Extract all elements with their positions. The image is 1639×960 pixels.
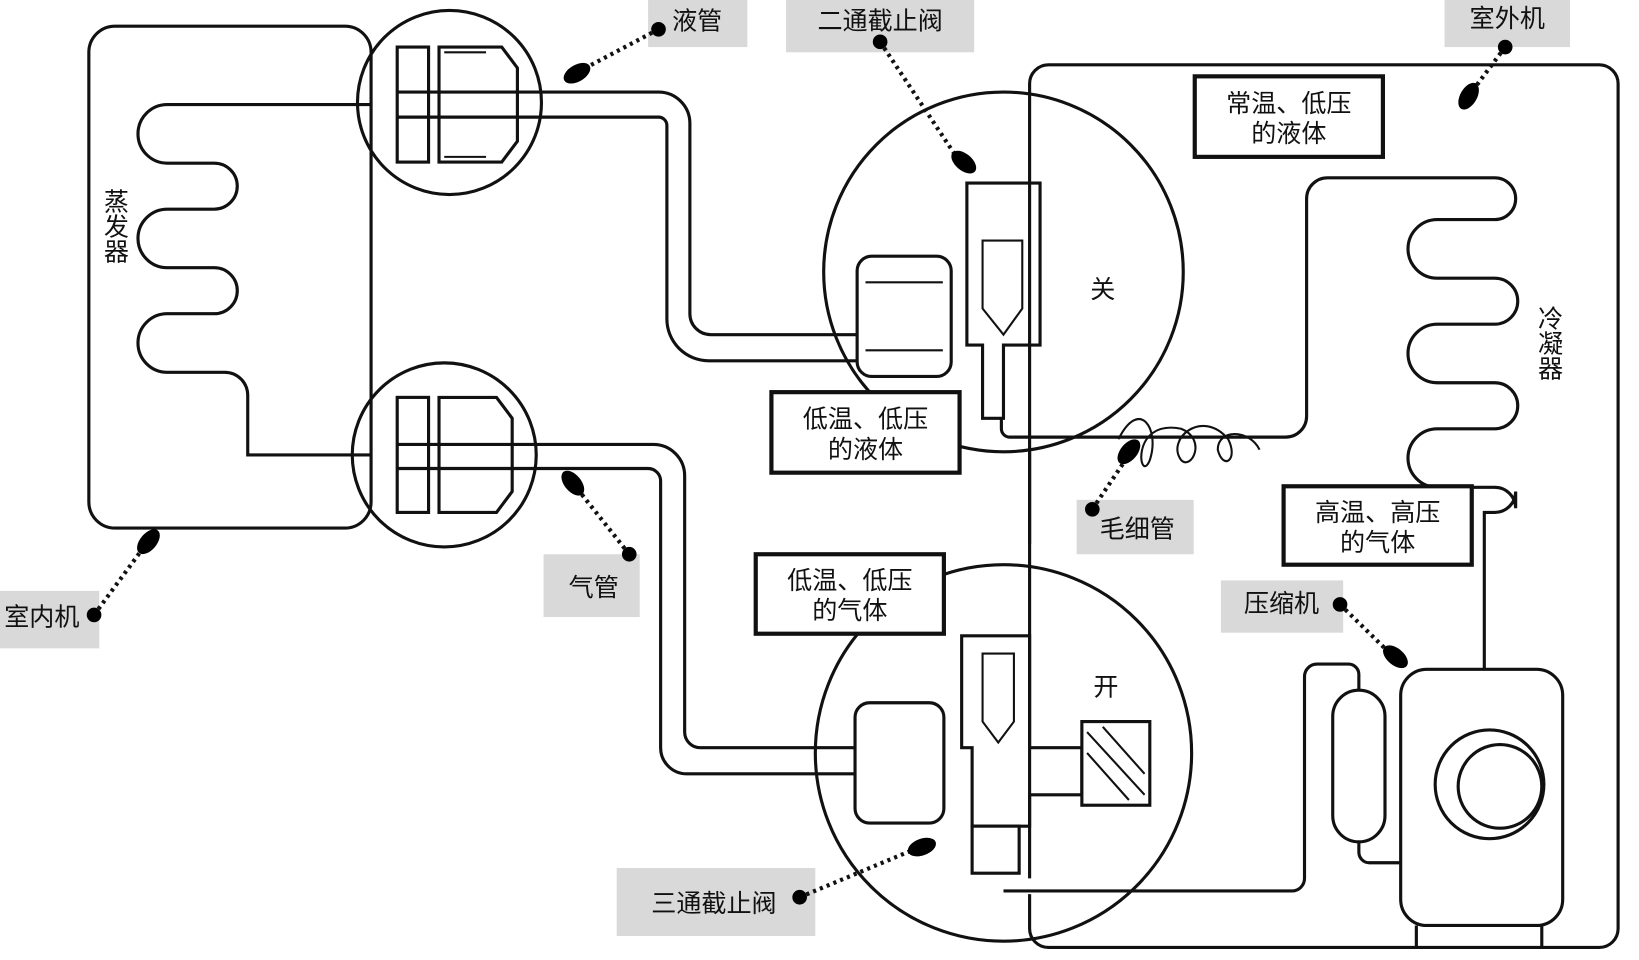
state-box-low-gas: 低温、低压 的气体 [753,552,946,636]
condenser-coil [1327,176,1520,670]
svg-text:的气体: 的气体 [1340,528,1415,557]
svg-text:低温、低压: 低温、低压 [803,405,928,434]
label-outdoor-unit: 室外机 [1470,4,1545,33]
label-compressor: 压缩机 [1244,589,1319,618]
outdoor-unit-body [1028,63,1620,950]
label-liquid-pipe: 液管 [672,6,722,35]
label-evaporator: 蒸发器 [100,188,129,263]
label-two-way-valve: 二通截止阀 [817,6,942,35]
label-gas-pipe: 气管 [569,573,619,602]
compressor [1003,662,1565,947]
label-closed: 关 [1090,275,1115,304]
gas-pipe [397,442,868,776]
liquid-pipe-fitting [355,8,544,197]
label-open: 开 [1093,672,1118,701]
label-capillary: 毛细管 [1100,515,1175,544]
state-box-normal-liquid: 常温、低压 的液体 [1192,74,1385,159]
svg-text:常温、低压: 常温、低压 [1226,89,1351,118]
evaporator-coil [136,103,372,457]
svg-text:高温、高压: 高温、高压 [1315,498,1440,527]
indoor-unit-body [87,24,373,530]
svg-text:低温、低压: 低温、低压 [787,566,912,595]
label-condenser: 冷凝器 [1535,305,1564,380]
liquid-pipe [397,90,868,363]
state-box-high-gas: 高温、高压 的气体 [1281,484,1474,567]
svg-text:的液体: 的液体 [1251,119,1326,148]
svg-text:的液体: 的液体 [828,435,903,464]
gas-pipe-fitting [350,361,538,549]
label-three-way-valve: 三通截止阀 [651,889,776,918]
pointer-lines [86,21,1513,905]
label-indoor-unit: 室内机 [4,602,79,631]
svg-text:的气体: 的气体 [812,596,887,625]
two-way-valve [822,90,1328,454]
state-box-low-liquid: 低温、低压 的液体 [769,390,962,475]
capillary-coil [1117,418,1261,468]
three-way-valve [813,563,1194,943]
